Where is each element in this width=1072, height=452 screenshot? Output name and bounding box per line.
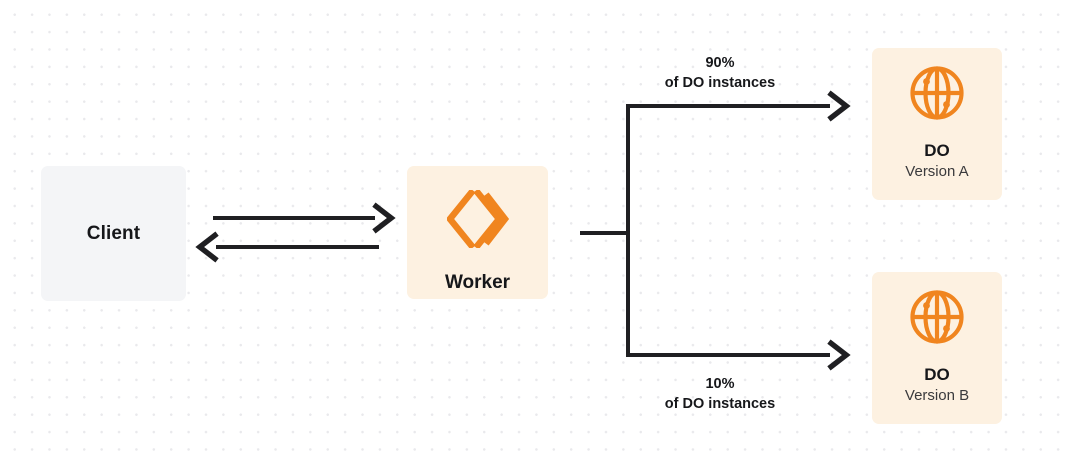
edge-label-bottom-percent: 10% xyxy=(705,376,735,392)
edge-label-top-percent: 90% xyxy=(705,55,735,71)
globe-icon xyxy=(908,288,966,351)
workers-chevron-icon xyxy=(445,188,509,253)
edge-label-top-description: of DO instances xyxy=(664,75,776,91)
node-do-version-a-title: DO xyxy=(924,141,950,160)
edge-label-bottom-description: of DO instances xyxy=(664,396,776,412)
node-worker[interactable]: Worker xyxy=(407,166,548,299)
node-do-version-b[interactable]: DO Version B xyxy=(872,272,1002,424)
node-do-version-b-subtitle: Version B xyxy=(904,387,970,404)
node-do-version-b-title: DO xyxy=(924,365,950,384)
node-client-label: Client xyxy=(86,222,141,244)
node-do-version-a[interactable]: DO Version A xyxy=(872,48,1002,200)
globe-icon xyxy=(908,64,966,127)
edge-label-bottom: 10% of DO instances xyxy=(600,374,840,414)
edge-label-top: 90% of DO instances xyxy=(600,53,840,93)
node-worker-label: Worker xyxy=(444,272,511,293)
node-client[interactable]: Client xyxy=(41,166,186,301)
node-do-version-a-subtitle: Version A xyxy=(905,163,969,180)
